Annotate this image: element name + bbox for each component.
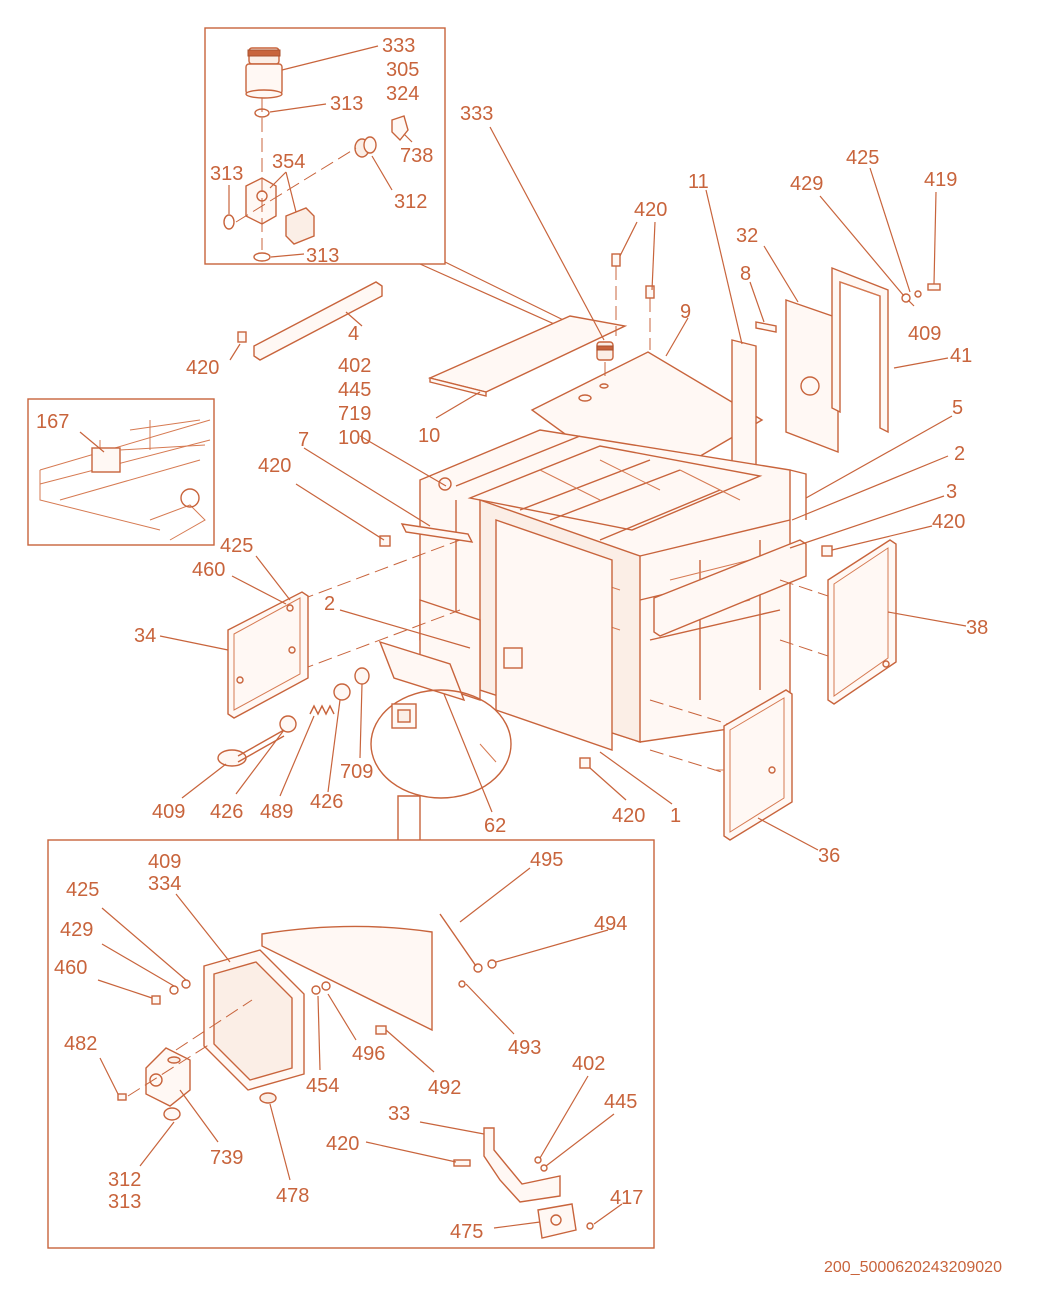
callout: 739 (210, 1147, 243, 1169)
beacon-detail-box (204, 27, 446, 265)
callout: 426 (210, 801, 243, 823)
callout: 429 (60, 919, 93, 941)
control-box-detail (47, 839, 655, 1249)
callout: 409 (152, 801, 185, 823)
callout: 493 (508, 1037, 541, 1059)
callout: 420 (258, 455, 291, 477)
callout: 100 (338, 427, 371, 449)
callout: 324 (386, 83, 419, 105)
callout: 1 (670, 805, 681, 827)
callout: 5 (952, 397, 963, 419)
callout: 313 (330, 93, 363, 115)
callout: 460 (54, 957, 87, 979)
spring-bolt-stack (181, 667, 370, 799)
callout: 445 (604, 1091, 637, 1113)
door-36 (714, 689, 819, 851)
callout: 417 (610, 1187, 643, 1209)
callout: 354 (272, 151, 305, 173)
callout: 333 (382, 35, 415, 57)
mounting-bracket (245, 177, 315, 245)
callout: 2 (954, 443, 965, 465)
callout: 34 (134, 625, 156, 647)
callout: 33 (388, 1103, 410, 1125)
callout: 402 (572, 1053, 605, 1075)
callout: 719 (338, 403, 371, 425)
callout: 38 (966, 617, 988, 639)
callout-labels: 333 305 324 313 738 313 354 312 313 333 … (36, 35, 988, 1243)
panel-7 (400, 523, 474, 543)
callout: 420 (932, 511, 965, 533)
callout: 4 (348, 323, 359, 345)
callout: 334 (148, 873, 181, 895)
o-ring-side (223, 214, 235, 230)
callout: 62 (484, 815, 506, 837)
callout: 7 (298, 429, 309, 451)
callout: 313 (108, 1191, 141, 1213)
callout: 709 (340, 761, 373, 783)
panel-32 (785, 299, 839, 454)
callout: 313 (210, 163, 243, 185)
beacon-light (245, 47, 283, 99)
cable-connector (354, 136, 377, 158)
callout: 312 (108, 1169, 141, 1191)
callout: 10 (418, 425, 440, 447)
callout: 41 (950, 345, 972, 367)
callout: 445 (338, 379, 371, 401)
callout: 425 (66, 879, 99, 901)
right-panels (705, 167, 949, 471)
callout: 2 (324, 593, 335, 615)
callout: 3 (946, 481, 957, 503)
callout: 429 (790, 173, 823, 195)
callout: 425 (220, 535, 253, 557)
callout: 32 (736, 225, 758, 247)
callout: 409 (148, 851, 181, 873)
callout: 420 (612, 805, 645, 827)
callout: 409 (908, 323, 941, 345)
document-id: 200_5000620243209020 (824, 1259, 1002, 1276)
door-34 (159, 555, 309, 719)
callout: 419 (924, 169, 957, 191)
o-ring-bottom (253, 252, 271, 262)
callout: 482 (64, 1033, 97, 1055)
callout: 333 (460, 103, 493, 125)
callout: 402 (338, 355, 371, 377)
panel-5 (789, 469, 807, 520)
callout: 420 (634, 199, 667, 221)
decal-8 (755, 321, 777, 333)
cross-bar-4 (229, 281, 383, 361)
callout: 305 (386, 59, 419, 81)
callout: 454 (306, 1075, 339, 1097)
engine-mount-detail-box (27, 398, 215, 546)
callout: 167 (36, 411, 69, 433)
callout: 494 (594, 913, 627, 935)
callout: 8 (740, 263, 751, 285)
callout: 312 (394, 191, 427, 213)
callout: 492 (428, 1077, 461, 1099)
front-panel-1 (495, 519, 613, 751)
callout: 420 (186, 357, 219, 379)
door-38 (827, 539, 967, 705)
callout: 478 (276, 1185, 309, 1207)
callout: 495 (530, 849, 563, 871)
callout: 489 (260, 801, 293, 823)
callout: 496 (352, 1043, 385, 1065)
control-bracket-62 (370, 640, 512, 840)
callout: 475 (450, 1221, 483, 1243)
callout: 11 (688, 171, 709, 193)
callout: 9 (680, 301, 691, 323)
panel-41 (831, 266, 889, 434)
roof-panels (427, 126, 764, 491)
callout: 420 (326, 1133, 359, 1155)
latch-475 (537, 1203, 577, 1239)
callout: 426 (310, 791, 343, 813)
side-bar-3 (653, 539, 807, 637)
callout: 36 (818, 845, 840, 867)
callout: 460 (192, 559, 225, 581)
callout: 425 (846, 147, 879, 169)
callout: 313 (306, 245, 339, 267)
callout: 738 (400, 145, 433, 167)
panel-11 (731, 339, 757, 471)
